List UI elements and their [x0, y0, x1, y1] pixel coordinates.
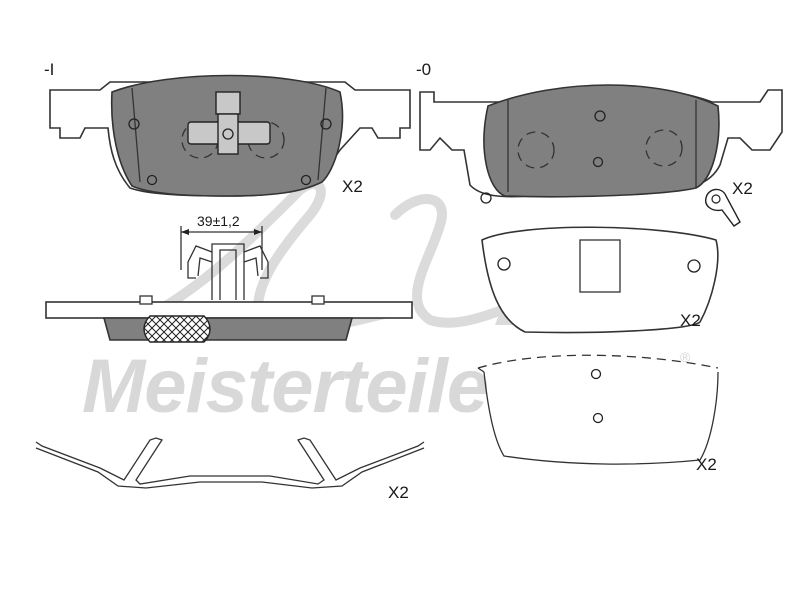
inner-rivet-hole [320, 118, 332, 130]
shim-outline [481, 226, 719, 334]
watermark-text: Meisterteile [82, 344, 488, 429]
clip-dimension: 39±1,2 [180, 213, 263, 270]
anti-rattle-spring: X2 [35, 437, 425, 502]
inner-chamfer-right [317, 87, 327, 181]
inner-rivet-hole [146, 174, 158, 186]
pad-side-view: 39±1,2 [45, 213, 413, 343]
outer-brake-pad: -0 X2 [416, 60, 783, 227]
outer-rivet-hole [480, 192, 492, 204]
inner-spring-clip [187, 91, 271, 155]
backplate-hole [592, 412, 604, 424]
outer-rivet-hole [592, 156, 604, 168]
clip-dimension-value: 39±1,2 [197, 213, 240, 229]
side-friction-material [102, 317, 354, 341]
outer-rivet-hole [594, 110, 606, 122]
shim-cutout [579, 239, 621, 293]
backplate-lower-outline [483, 371, 719, 465]
side-underlayer-hatch [143, 315, 211, 343]
shim-hole [687, 259, 701, 273]
side-spring-clip [187, 243, 269, 300]
spring-quantity: X2 [388, 483, 409, 502]
inner-pad-marker: -I [44, 60, 54, 79]
backplate-quantity: X2 [696, 455, 717, 474]
inner-pad-quantity: X2 [342, 177, 363, 196]
backplate-hole [590, 368, 602, 380]
inner-rivet-hole [128, 118, 140, 130]
backplate-dashed-outline [477, 354, 719, 369]
wear-indicator [705, 188, 741, 227]
outer-pad-marker: -0 [416, 60, 431, 79]
outer-pad-quantity: X2 [732, 179, 753, 198]
outer-friction-material [483, 84, 720, 198]
inner-piston-circle [247, 121, 285, 159]
shim-quantity: X2 [680, 311, 701, 330]
backplate-outline-view: X2 [477, 354, 719, 474]
side-backplate-rivets [139, 295, 325, 305]
shim-hole [497, 257, 511, 271]
outer-piston-circle [645, 129, 683, 167]
inner-brake-pad: -I X2 [44, 60, 411, 197]
side-backplate [45, 301, 413, 319]
inner-rivet-hole [300, 174, 312, 186]
watermark-swoosh-2 [390, 194, 535, 328]
outer-piston-circle [517, 131, 555, 169]
anti-noise-shim: X2 [481, 226, 719, 334]
watermark-registered-mark: ® [680, 349, 691, 365]
inner-chamfer-left [131, 87, 141, 183]
